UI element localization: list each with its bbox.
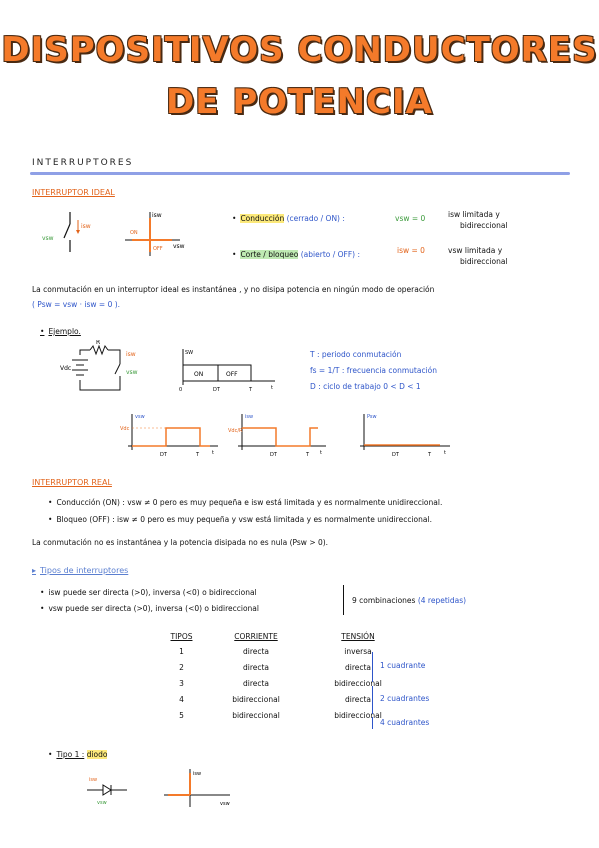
svg-text:DT: DT — [392, 452, 400, 458]
conduccion-note2: bidireccional — [460, 221, 508, 230]
svg-text:t: t — [320, 450, 322, 456]
psw-waveform: Psw DT T t — [360, 414, 450, 458]
diode-characteristic-plot: isw vsw — [164, 769, 230, 807]
tipos-bullet-isw: isw puede ser directa (>0), inversa (<0)… — [40, 588, 257, 597]
svg-text:Vdc: Vdc — [120, 426, 130, 432]
def-frequency: fs = 1/T : frecuencia conmutación — [310, 366, 437, 375]
svg-text:vsw: vsw — [97, 800, 107, 806]
svg-text:isw: isw — [193, 771, 201, 777]
svg-text:ON: ON — [194, 371, 203, 378]
svg-text:OFF: OFF — [153, 246, 163, 252]
svg-text:vsw: vsw — [135, 414, 145, 420]
svg-text:T: T — [248, 387, 253, 393]
svg-text:isw: isw — [126, 351, 136, 358]
ideal-heading: INTERRUPTOR IDEAL — [32, 188, 115, 197]
svg-text:Psw: Psw — [367, 414, 377, 420]
svg-text:R: R — [96, 340, 100, 346]
svg-text:t: t — [444, 450, 446, 456]
svg-text:T: T — [427, 452, 432, 458]
svg-text:isw: isw — [152, 212, 162, 219]
svg-text:ON: ON — [130, 230, 138, 236]
combos-label: 9 combinaciones (4 repetidas) — [352, 596, 467, 605]
svg-text:t: t — [212, 450, 214, 456]
section-heading: INTERRUPTORES — [32, 158, 134, 168]
svg-text:vsw: vsw — [173, 243, 185, 250]
svg-text:0: 0 — [179, 387, 182, 393]
svg-text:isw: isw — [245, 414, 253, 420]
diode-icon: isw vsw — [87, 777, 127, 806]
svg-text:vsw: vsw — [220, 801, 230, 807]
example-circuit-icon: R Vdc isw vsw — [60, 340, 138, 391]
svg-text:vsw: vsw — [126, 369, 138, 376]
vsw-waveform: vsw Vdc DT T t — [120, 414, 218, 458]
svg-text:DT: DT — [270, 452, 278, 458]
ideal-characteristic-plot: isw vsw ON OFF — [125, 212, 185, 256]
svg-text:OFF: OFF — [226, 371, 238, 378]
combos-bracket — [343, 585, 344, 615]
corte-eq: isw = 0 — [397, 246, 425, 255]
ideal-paragraph: La conmutación en un interruptor ideal e… — [32, 285, 435, 294]
tipos-heading: ▸Tipos de interruptores — [32, 566, 129, 575]
isw-waveform: isw Vdc/R DT T t — [228, 414, 326, 458]
svg-text:T: T — [195, 452, 200, 458]
col-tipos: TIPOS — [170, 632, 193, 641]
real-paragraph: La conmutación no es instantánea y la po… — [32, 538, 329, 547]
section-divider — [30, 172, 570, 175]
isw-label: isw — [81, 223, 91, 230]
vsw-label: vsw — [42, 235, 54, 242]
corte-note1: vsw limitada y — [448, 246, 503, 255]
corte-row: Corte / bloqueo (abierto / OFF) : — [232, 250, 360, 259]
ejemplo-label: Ejemplo. — [40, 327, 81, 336]
switch-symbol-icon: isw vsw — [42, 212, 91, 252]
svg-text:Vdc/R: Vdc/R — [228, 428, 243, 434]
col-tension: TENSIÓN — [341, 632, 375, 641]
conduccion-row: Conducción (cerrado / ON) : — [232, 214, 345, 223]
svg-text:isw: isw — [89, 777, 97, 783]
quadrant-1: 1 cuadrante — [380, 661, 426, 670]
quadrant-4: 4 cuadrantes — [380, 718, 430, 727]
real-bullet-on: Conducción (ON) : vsw ≠ 0 pero es muy pe… — [48, 498, 442, 507]
svg-text:Vdc: Vdc — [60, 365, 71, 372]
real-heading: INTERRUPTOR REAL — [32, 478, 112, 487]
svg-text:DT: DT — [213, 387, 221, 393]
quadrant-2: 2 cuadrantes — [380, 694, 430, 703]
svg-text:T: T — [305, 452, 310, 458]
ideal-paragraph-eq: ( Psw = vsw · isw = 0 ). — [32, 300, 121, 309]
page-title-line2: DE POTENCIA — [166, 82, 433, 122]
def-period: T : periodo conmutación — [310, 350, 402, 359]
conduccion-note1: isw limitada y — [448, 210, 500, 219]
page-title-line1: DISPOSITIVOS CONDUCTORES — [1, 30, 598, 70]
svg-text:t: t — [271, 385, 273, 391]
tipos-bullet-vsw: vsw puede ser directa (>0), inversa (<0)… — [40, 604, 259, 613]
col-corriente: CORRIENTE — [234, 632, 278, 641]
conduccion-eq: vsw = 0 — [395, 214, 426, 223]
def-duty: D : ciclo de trabajo 0 < D < 1 — [310, 382, 421, 391]
svg-text:DT: DT — [160, 452, 168, 458]
real-bullet-off: Bloqueo (OFF) : isw ≠ 0 pero es muy pequ… — [48, 515, 432, 524]
corte-note2: bidireccional — [460, 257, 508, 266]
svg-text:SW: SW — [185, 350, 193, 356]
tipo1-row: Tipo 1 : diodo — [48, 750, 108, 759]
switch-timing-diagram: SW ON OFF 0 DT T t — [179, 349, 275, 393]
